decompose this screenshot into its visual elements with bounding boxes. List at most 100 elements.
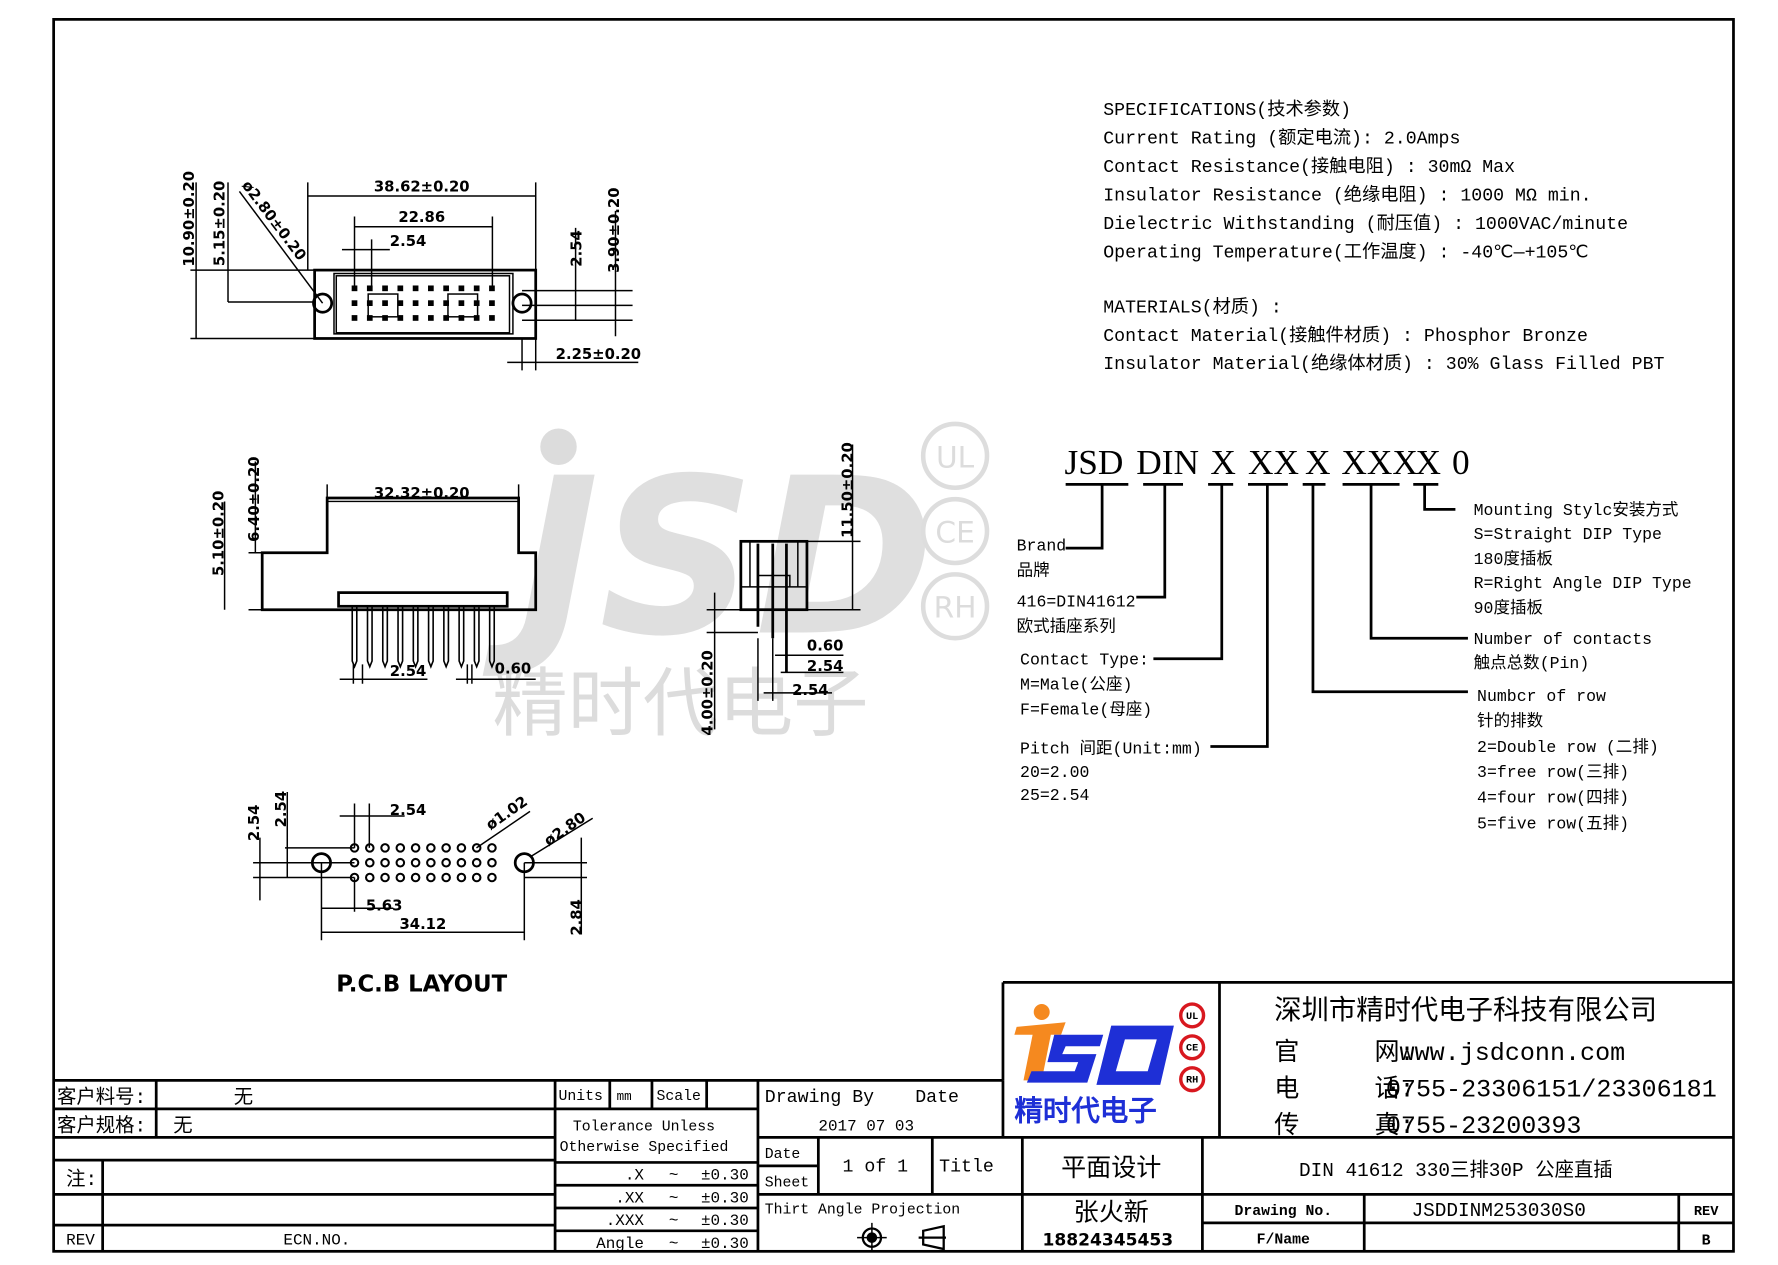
label-male: M=Male(公座): [1020, 674, 1132, 694]
label-pitch-254: 25=2.54: [1020, 786, 1089, 805]
drawing-stroke: [524, 837, 587, 935]
pin: [458, 606, 465, 669]
tolerance-line-1: Tolerance Unless: [573, 1120, 715, 1136]
pcb-hole: [441, 857, 451, 868]
dim-pcb-row-pitch-1: 2.54: [246, 805, 263, 842]
drawing-stroke: [313, 268, 538, 340]
drawing-stroke: [918, 1224, 946, 1251]
dim-pcb-pitch: 2.54: [390, 802, 427, 819]
projection-label: Thirt Angle Projection: [765, 1203, 960, 1219]
dim-width: 38.62±0.20: [374, 178, 470, 195]
spec-line: Operating Temperature(工作温度) : -40℃—+105℃: [1103, 242, 1589, 264]
dim-side-pin-width: 0.60: [807, 638, 844, 655]
label-series-cn: 欧式插座系列: [1017, 616, 1116, 636]
drawing-stroke: [1179, 1034, 1206, 1061]
code-leader-lines: [1065, 482, 1468, 748]
drawing-stroke: 深圳市精时代电子科技有限公司 官 网: www.jsdconn.com 电 话:…: [1274, 995, 1717, 1141]
drawing-stroke: [1201, 1137, 1734, 1252]
website-label: 官 网:: [1274, 1038, 1414, 1068]
dim-pin-span: 22.86: [398, 209, 445, 226]
drawing-stroke: [1065, 484, 1104, 550]
drawing-stroke: [353, 216, 494, 291]
pin: [412, 606, 419, 669]
drawing-stroke: [1210, 484, 1269, 748]
dim-height: 10.90±0.20: [181, 171, 198, 267]
pin-grid: [351, 285, 495, 321]
pcb-hole: [441, 843, 451, 853]
tolerance-line-2: Otherwise Specified: [560, 1140, 729, 1156]
pin-square: [351, 315, 358, 321]
code-mounting: X: [1416, 443, 1442, 482]
drawing-stroke: [1179, 1002, 1206, 1029]
label-right-angle: R=Right Angle DIP Type: [1474, 574, 1692, 593]
pcb-hole: [426, 857, 436, 868]
drawing-stroke: [920, 421, 990, 491]
ce-mark: CE: [1186, 1043, 1198, 1055]
pcb-hole: [395, 843, 406, 853]
drawing-stroke: [1033, 1004, 1050, 1020]
drawing-stroke: [335, 275, 511, 334]
label-mounting: Mounting Stylc安装方式: [1474, 500, 1679, 520]
pin-square: [397, 315, 404, 321]
watermark-rh: RH: [934, 590, 977, 625]
code-suffix: 0: [1452, 443, 1470, 482]
pin-square: [382, 315, 388, 321]
drawing-stroke: [101, 1080, 760, 1252]
pin-square: [366, 285, 373, 292]
pin-square: [443, 300, 449, 306]
scale-label: Scale: [657, 1089, 701, 1105]
date-label-2: Date: [765, 1147, 801, 1163]
pin-square: [366, 300, 373, 306]
design-label: 平面设计: [1061, 1154, 1161, 1184]
pin-square: [489, 300, 495, 306]
pcb-layout: 2.54 ø1.02 ø2.80 2.54 2.54 5.63 34.12 2.…: [246, 791, 594, 997]
tolerance-value: ±0.30: [701, 1167, 749, 1185]
drawing-stroke: [511, 292, 533, 314]
website-value[interactable]: www.jsdconn.com: [1400, 1039, 1626, 1068]
drawing-stroke: [326, 484, 520, 503]
designer-phone: 18824345453: [1042, 1231, 1173, 1251]
drawing-stroke: [339, 664, 428, 684]
pin-square: [473, 300, 480, 306]
dim-pcb-row-pitch-2: 2.54: [273, 791, 290, 828]
dim-side-height: 11.50±0.20: [840, 442, 857, 538]
dim-hole: ø2.80±0.20: [238, 177, 309, 264]
pcb-hole: [410, 843, 421, 853]
dim-pin-width: 0.60: [495, 661, 532, 678]
materials-heading: MATERIALS(材质) :: [1103, 296, 1282, 318]
pcb-hole-grid: [349, 843, 497, 883]
label-pitch: Pitch 间距(Unit:mm): [1020, 738, 1202, 758]
label-contacts: Number of contacts: [1474, 630, 1652, 649]
fname-label: F/Name: [1257, 1232, 1310, 1248]
pin-square: [412, 315, 419, 321]
notes-label: 注:: [66, 1168, 97, 1191]
drawing-stroke: JSD DIN X XX X XXX X 0: [1065, 443, 1470, 482]
pcb-hole: [456, 843, 467, 853]
label-rows: Numbcr of row: [1477, 687, 1606, 706]
drawing-stroke: [238, 191, 324, 304]
label-rows-cn: 针的排数: [1477, 711, 1544, 731]
pin-square: [428, 285, 434, 292]
label-row-2: 2=Double row (二排): [1477, 737, 1659, 757]
watermark-text: 精时代电子: [492, 659, 868, 747]
pin-square: [397, 300, 404, 306]
pcb-hole: [487, 843, 497, 853]
drawing-stroke: [223, 461, 536, 684]
fax-label: 传 真:: [1274, 1111, 1414, 1141]
customer-spec-value: 无: [173, 1116, 192, 1138]
dim-row-pitch: 2.54: [568, 230, 585, 267]
drawing-stroke: [857, 1222, 887, 1253]
tolerance-sep: ~: [669, 1235, 679, 1253]
spec-line: Current Rating (额定电流): 2.0Amps: [1103, 128, 1460, 150]
drawing-stroke: [260, 496, 538, 612]
dim-body-height: 6.40±0.20: [246, 456, 263, 541]
drawing-stroke: [320, 862, 526, 941]
pin-square: [382, 300, 388, 306]
tolerance-table: .X ~ ±0.30 .XX ~ ±0.30 .XXX ~ ±0.30 Angl…: [596, 1167, 749, 1253]
pin-square: [382, 285, 388, 292]
drawing-stroke: [706, 444, 861, 730]
label-brand: Brand: [1017, 536, 1067, 555]
drawing-by-label: Drawing By: [765, 1088, 874, 1108]
dim-offset: 5.15±0.20: [212, 181, 229, 266]
